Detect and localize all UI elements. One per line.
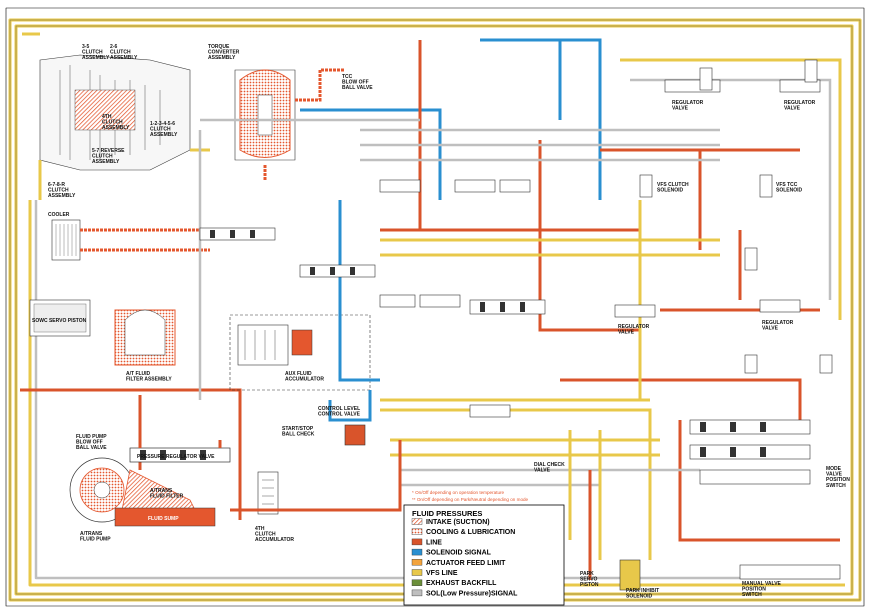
- note-park-neutral: ** On/Off depending on Park/Neutral depe…: [412, 497, 529, 502]
- legend-item-vfs: VFS LINE: [411, 569, 458, 577]
- legend-item-line: LINE: [411, 538, 442, 546]
- legend-label: VFS LINE: [426, 570, 458, 577]
- legend-label: SOLENOID SIGNAL: [426, 550, 492, 557]
- legend-swatch: [411, 579, 423, 586]
- legend-item-solenoid: SOLENOID SIGNAL: [411, 548, 492, 557]
- legend-swatch: [411, 538, 423, 546]
- legend-item-cooling: COOLING & LUBRICATION: [411, 528, 515, 536]
- legend-label: INTAKE (SUCTION): [426, 519, 490, 526]
- solenoids: [639, 59, 833, 374]
- legend-swatch: [411, 559, 423, 566]
- valve-spools: [210, 230, 766, 457]
- aux-accumulator: [229, 314, 371, 391]
- legend-item-exhaust: EXHAUST BACKFILL: [411, 579, 497, 587]
- legend-label: SOL(Low Pressure)SIGNAL: [426, 590, 518, 597]
- legend-rows: INTAKE (SUCTION) COOLING & LUBRICATION LIN…: [411, 518, 518, 597]
- label-cooler: COOLER: [48, 212, 70, 218]
- label-sump: FLUID SUMP: [148, 516, 179, 522]
- legend: FLUID PRESSURES INTAKE (SUCTION) COOLING …: [403, 504, 565, 606]
- main-lines: [198, 38, 842, 580]
- torque-converter: [234, 68, 345, 180]
- legend-title: FLUID PRESSURES: [412, 509, 482, 518]
- clutch-pack-assembly: [38, 54, 210, 200]
- legend-label: EXHAUST BACKFILL: [426, 580, 497, 587]
- legend-item-actuator: ACTUATOR FEED LIMIT: [411, 559, 506, 567]
- notes: * On/Off depending on operation temperat…: [412, 490, 529, 502]
- pressure-regulator-valve: [129, 440, 231, 463]
- legend-label: LINE: [426, 539, 442, 546]
- legend-label: COOLING & LUBRICATION: [426, 529, 515, 536]
- legend-swatch: [411, 518, 423, 525]
- legend-swatch: [411, 589, 423, 597]
- servo-piston: [29, 299, 91, 337]
- legend-label: ACTUATOR FEED LIMIT: [426, 560, 506, 567]
- pump-and-sump: [20, 388, 242, 527]
- fluid-filter-assembly: [114, 309, 176, 366]
- valve-bodies: [199, 79, 841, 591]
- legend-item-sol: SOL(Low Pressure)SIGNAL: [411, 589, 518, 597]
- legend-item-intake: INTAKE (SUCTION): [411, 518, 490, 526]
- label-pressure-reg: PRESSURE REGULATOR VALVE: [137, 454, 215, 460]
- label-servo-piston: SOWC SERVO PISTON: [32, 318, 87, 324]
- legend-swatch: [411, 569, 423, 576]
- cooler: [51, 219, 210, 261]
- note-operation-temp: * On/Off depending on operation temperat…: [412, 490, 505, 495]
- legend-swatch: [411, 528, 423, 535]
- clutch-4th-accumulator: [257, 471, 279, 515]
- legend-swatch: [411, 548, 423, 556]
